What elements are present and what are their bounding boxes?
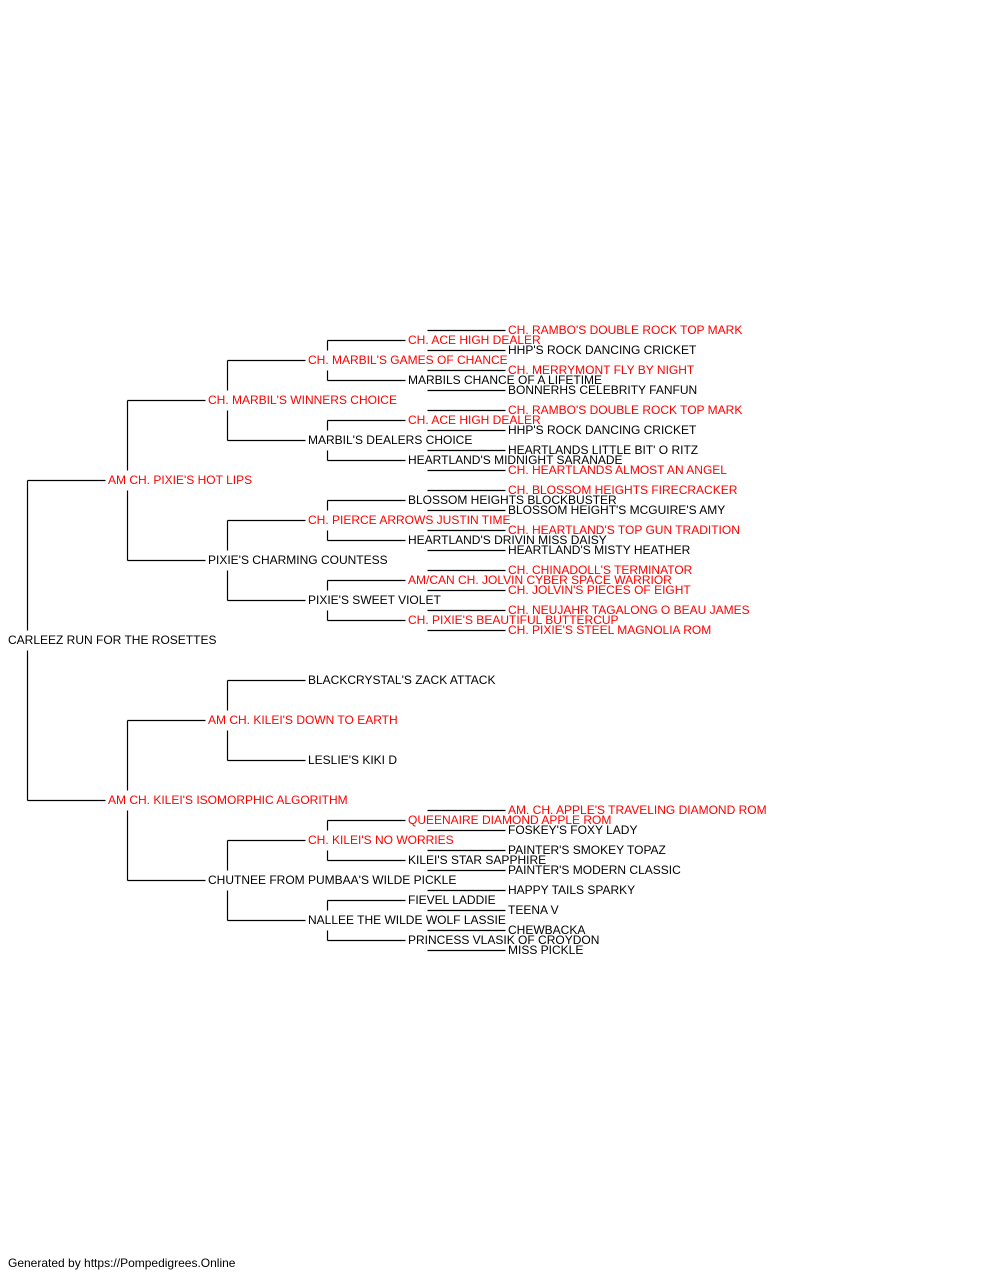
dog-name-gen2: CHUTNEE FROM PUMBAA'S WILDE PICKLE bbox=[208, 873, 456, 887]
dog-name-gen0: CARLEEZ RUN FOR THE ROSETTES bbox=[8, 633, 216, 647]
dog-name-gen3: BLACKCRYSTAL'S ZACK ATTACK bbox=[308, 673, 495, 687]
dog-name-gen5: CH. PIXIE'S STEEL MAGNOLIA ROM bbox=[508, 623, 711, 637]
dog-name-gen2: CH. MARBIL'S WINNERS CHOICE bbox=[208, 393, 397, 407]
dog-name-gen5: HHP'S ROCK DANCING CRICKET bbox=[508, 343, 697, 357]
dog-name-gen5: CH. HEARTLAND'S TOP GUN TRADITION bbox=[508, 523, 740, 537]
dog-name-gen5: CH. CHINADOLL'S TERMINATOR bbox=[508, 563, 693, 577]
dog-name-gen4: QUEENAIRE DIAMOND APPLE ROM bbox=[408, 813, 611, 827]
dog-name-gen2: PIXIE'S CHARMING COUNTESS bbox=[208, 553, 388, 567]
dog-name-gen3: MARBIL'S DEALERS CHOICE bbox=[308, 433, 472, 447]
dog-name-gen5: PAINTER'S SMOKEY TOPAZ bbox=[508, 843, 666, 857]
dog-name-gen4: KILEI'S STAR SAPPHIRE bbox=[408, 853, 546, 867]
dog-name-gen1: AM CH. PIXIE'S HOT LIPS bbox=[108, 473, 252, 487]
dog-name-gen5: HAPPY TAILS SPARKY bbox=[508, 883, 635, 897]
dog-name-gen5: HHP'S ROCK DANCING CRICKET bbox=[508, 423, 697, 437]
dog-name-gen5: CH. BLOSSOM HEIGHTS FIRECRACKER bbox=[508, 483, 738, 497]
dog-name-gen5: BLOSSOM HEIGHT'S MCGUIRE'S AMY bbox=[508, 503, 725, 517]
dog-name-gen3: PIXIE'S SWEET VIOLET bbox=[308, 593, 441, 607]
dog-name-gen5: TEENA V bbox=[508, 903, 559, 917]
dog-name-gen5: CH. HEARTLANDS ALMOST AN ANGEL bbox=[508, 463, 727, 477]
dog-name-gen4: BLOSSOM HEIGHTS BLOCKBUSTER bbox=[408, 493, 617, 507]
dog-name-gen5: HEARTLAND'S MISTY HEATHER bbox=[508, 543, 691, 557]
dog-name-gen3: CH. KILEI'S NO WORRIES bbox=[308, 833, 454, 847]
dog-name-gen5: PAINTER'S MODERN CLASSIC bbox=[508, 863, 681, 877]
dog-name-gen3: CH. PIERCE ARROWS JUSTIN TIME bbox=[308, 513, 510, 527]
dog-name-gen5: MISS PICKLE bbox=[508, 943, 583, 957]
dog-name-gen5: BONNERHS CELEBRITY FANFUN bbox=[508, 383, 697, 397]
dog-name-gen5: AM. CH. APPLE'S TRAVELING DIAMOND ROM bbox=[508, 803, 767, 817]
dog-name-gen4: PRINCESS VLASIK OF CROYDON bbox=[408, 933, 599, 947]
dog-name-gen5: CH. JOLVIN'S PIECES OF EIGHT bbox=[508, 583, 691, 597]
dog-name-gen4: HEARTLAND'S DRIVIN MISS DAISY bbox=[408, 533, 607, 547]
dog-name-gen4: MARBILS CHANCE OF A LIFETIME bbox=[408, 373, 602, 387]
dog-name-gen2: AM CH. KILEI'S DOWN TO EARTH bbox=[208, 713, 398, 727]
dog-name-gen4: HEARTLAND'S MIDNIGHT SARANADE bbox=[408, 453, 623, 467]
dog-name-gen5: CH. RAMBO'S DOUBLE ROCK TOP MARK bbox=[508, 323, 742, 337]
dog-name-gen3: NALLEE THE WILDE WOLF LASSIE bbox=[308, 913, 506, 927]
dog-name-gen5: CH. NEUJAHR TAGALONG O BEAU JAMES bbox=[508, 603, 750, 617]
dog-name-gen5: HEARTLANDS LITTLE BIT' O RITZ bbox=[508, 443, 698, 457]
generated-by-footer[interactable]: Generated by https://Pompedigrees.Online bbox=[8, 1256, 236, 1270]
dog-name-gen3: CH. MARBIL'S GAMES OF CHANCE bbox=[308, 353, 508, 367]
dog-name-gen4: CH. ACE HIGH DEALER bbox=[408, 413, 541, 427]
dog-name-gen3: LESLIE'S KIKI D bbox=[308, 753, 397, 767]
dog-name-gen5: CH. RAMBO'S DOUBLE ROCK TOP MARK bbox=[508, 403, 742, 417]
dog-name-gen4: CH. ACE HIGH DEALER bbox=[408, 333, 541, 347]
dog-name-gen5: CH. MERRYMONT FLY BY NIGHT bbox=[508, 363, 695, 377]
dog-name-gen4: FIEVEL LADDIE bbox=[408, 893, 496, 907]
dog-name-gen4: CH. PIXIE'S BEAUTIFUL BUTTERCUP bbox=[408, 613, 619, 627]
dog-name-gen5: CHEWBACKA bbox=[508, 923, 585, 937]
dog-name-gen1: AM CH. KILEI'S ISOMORPHIC ALGORITHM bbox=[108, 793, 348, 807]
dog-name-gen5: FOSKEY'S FOXY LADY bbox=[508, 823, 637, 837]
dog-name-gen4: AM/CAN CH. JOLVIN CYBER SPACE WARRIOR bbox=[408, 573, 672, 587]
